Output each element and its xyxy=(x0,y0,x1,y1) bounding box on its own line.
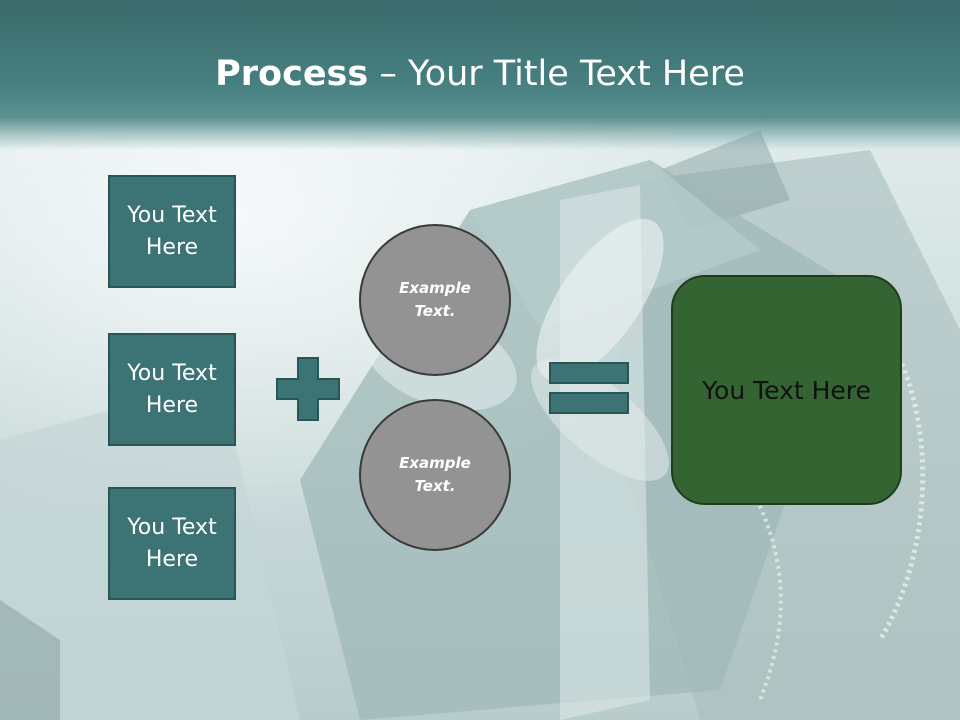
circle-line: Text. xyxy=(414,302,456,320)
text-box-line: Here xyxy=(145,546,199,572)
equals-icon[interactable] xyxy=(549,362,629,421)
title-bold: Process xyxy=(215,54,369,94)
text-box-line: Here xyxy=(145,234,199,260)
text-box-1[interactable]: You Text Here xyxy=(108,175,236,288)
circle-line: Example xyxy=(399,454,471,472)
example-circle-2[interactable]: Example Text. xyxy=(359,399,511,551)
text-box-2[interactable]: You Text Here xyxy=(108,333,236,446)
title-rest: – Your Title Text Here xyxy=(368,54,745,94)
result-label: You Text Here xyxy=(702,375,871,405)
text-box-line: You Text xyxy=(127,514,217,540)
text-box-label: You Text Here xyxy=(127,512,216,576)
text-box-label: You Text Here xyxy=(127,358,216,422)
text-box-line: You Text xyxy=(127,360,217,386)
circle-line: Text. xyxy=(414,477,456,495)
circle-label: Example Text. xyxy=(399,277,471,323)
circle-line: Example xyxy=(399,279,471,297)
result-box[interactable]: You Text Here xyxy=(671,275,902,505)
plus-icon[interactable] xyxy=(276,357,340,426)
text-box-line: Here xyxy=(145,392,199,418)
slide-title[interactable]: Process – Your Title Text Here xyxy=(0,52,960,96)
circle-label: Example Text. xyxy=(399,452,471,498)
text-box-line: You Text xyxy=(127,202,217,228)
example-circle-1[interactable]: Example Text. xyxy=(359,224,511,376)
title-bar xyxy=(0,0,960,150)
text-box-3[interactable]: You Text Here xyxy=(108,487,236,600)
text-box-label: You Text Here xyxy=(127,200,216,264)
